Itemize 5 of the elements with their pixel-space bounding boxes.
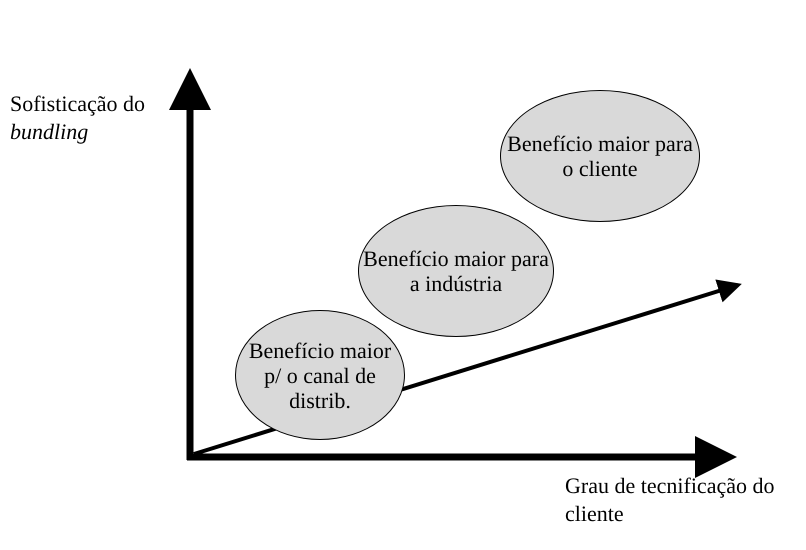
axis-label: Sofisticação do bundling bbox=[10, 90, 146, 146]
benefit-ellipse: Benefício maior p/ o canal de distrib. bbox=[235, 310, 405, 440]
axis-label: Grau de tecnificação do cliente bbox=[565, 472, 776, 528]
benefit-ellipse: Benefício maior para a indústria bbox=[358, 205, 554, 337]
benefit-ellipse: Benefício maior para o cliente bbox=[500, 90, 700, 222]
